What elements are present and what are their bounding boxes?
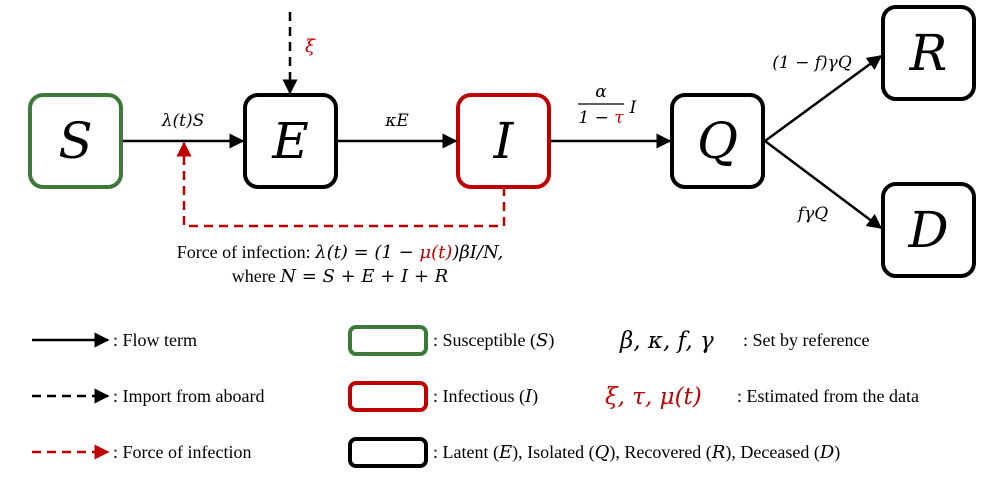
legend-latent-part3: ), Recovered ( xyxy=(609,442,711,463)
legend-susceptible-text: : Susceptible (S) xyxy=(433,330,554,351)
label-s-to-e: λ(t)S xyxy=(161,111,205,131)
arrow-q-to-d xyxy=(764,140,883,229)
label-q-to-d: fγQ xyxy=(796,204,828,224)
legend-latent-text: : Latent (E), Isolated (Q), Recovered (R… xyxy=(433,442,840,463)
arrow-q-to-r xyxy=(764,54,883,143)
caption-line2-math: N = S + E + I + R xyxy=(279,266,448,287)
node-e-box xyxy=(243,93,338,189)
legend-latent-part1: : Latent ( xyxy=(433,442,499,463)
legend-import-label: : Import from aboard xyxy=(113,386,264,406)
den-one-minus: 1 − xyxy=(578,108,614,128)
node-r-box xyxy=(881,5,976,101)
label-import: ξ xyxy=(305,36,316,57)
legend-est-label: : Estimated from the data xyxy=(737,386,919,406)
legend-susceptible-close: ) xyxy=(548,330,554,351)
caption-line1-math-a: λ(t) = (1 − xyxy=(314,242,419,263)
legend-latent-var-q: Q xyxy=(595,442,610,463)
arrow-force-of-infection xyxy=(176,141,506,228)
label-i-to-q-var: I xyxy=(629,98,637,118)
node-i-label: I xyxy=(493,112,515,170)
legend-flow-label: : Flow term xyxy=(113,330,197,350)
caption-line2-prefix: where xyxy=(232,266,280,286)
legend-susceptible-var: S xyxy=(536,330,548,351)
node-r-label: R xyxy=(909,24,948,82)
legend-infectious-label: : Infectious ( xyxy=(433,386,525,407)
legend-latent-var-r: R xyxy=(711,442,726,463)
legend-latent-part2: ), Isolated ( xyxy=(512,442,594,463)
caption-line2: where N = S + E + I + R xyxy=(232,266,448,287)
legend-ref-params: β, κ, f, γ xyxy=(619,328,714,354)
node-q-label: Q xyxy=(697,112,738,170)
legend-infectious-box xyxy=(348,381,428,412)
node-e-label: E xyxy=(271,112,309,170)
legend-infectious-close: ) xyxy=(532,386,538,407)
legend-latent-close: ) xyxy=(834,442,840,463)
legend-latent-part4: ), Deceased ( xyxy=(725,442,819,463)
caption-line1-prefix: Force of infection: xyxy=(177,242,315,262)
label-e-to-i: κE xyxy=(384,111,409,131)
legend-latent-box xyxy=(348,437,428,468)
caption-line1: Force of infection: λ(t) = (1 − μ(t))βI/… xyxy=(177,242,504,263)
legend-infectious-var: I xyxy=(524,386,533,407)
legend-est-params: ξ, τ, μ(t) xyxy=(605,384,702,410)
node-d-box xyxy=(881,182,976,278)
legend-infectious-text: : Infectious (I) xyxy=(433,386,538,407)
caption-line1-math-b: )βI/N, xyxy=(451,242,503,263)
node-s-box xyxy=(28,93,123,189)
legend-ref-label: : Set by reference xyxy=(743,330,869,350)
node-d-label: D xyxy=(907,201,948,259)
label-q-to-r: (1 − f)γQ xyxy=(772,53,852,73)
caption-line1-mu: μ(t) xyxy=(419,242,452,263)
label-i-to-q-num: α xyxy=(595,82,607,102)
den-tau: τ xyxy=(614,108,624,128)
legend-susceptible-label: : Susceptible ( xyxy=(433,330,536,351)
legend-latent-var-e: E xyxy=(498,442,512,463)
label-i-to-q-den: 1 − τ xyxy=(578,108,624,128)
node-q-box xyxy=(670,93,765,189)
legend-latent-var-d: D xyxy=(819,442,835,463)
legend-force-label: : Force of infection xyxy=(113,442,251,462)
legend-susceptible-box xyxy=(348,325,428,356)
node-s-label: S xyxy=(58,112,92,170)
